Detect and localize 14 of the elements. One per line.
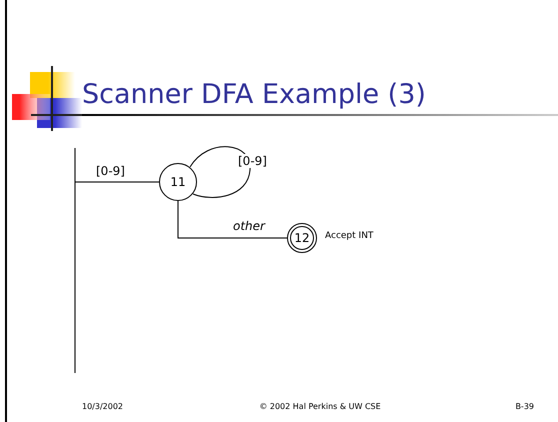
edge-label: other bbox=[233, 219, 265, 233]
transition-line bbox=[178, 200, 288, 238]
slide-title: Scanner DFA Example (3) bbox=[82, 78, 426, 112]
accept-state-circle bbox=[287, 223, 317, 253]
footer-text: © 2002 Hal Perkins & UW CSE bbox=[259, 402, 381, 411]
edge-label: [0-9] bbox=[238, 154, 267, 168]
footer-text: 10/3/2002 bbox=[82, 402, 124, 411]
state-number: 11 bbox=[170, 175, 186, 189]
state-caption: Accept INT bbox=[325, 231, 374, 241]
footer-text: B-39 bbox=[515, 402, 534, 411]
edge-label: [0-9] bbox=[96, 164, 125, 178]
state-number: 12 bbox=[294, 231, 310, 245]
self-loop bbox=[190, 146, 250, 198]
state-circle bbox=[159, 163, 197, 201]
